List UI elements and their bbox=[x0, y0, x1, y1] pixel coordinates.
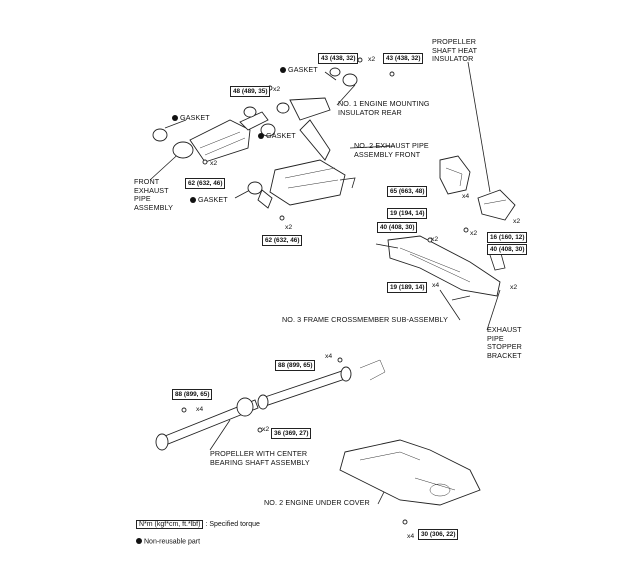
label-propeller-heat-insulator: PROPELLER SHAFT HEAT INSULATOR bbox=[432, 37, 478, 64]
no2-exhaust-pipe-shape bbox=[247, 97, 356, 209]
torque-spec: 40 (408, 30) bbox=[377, 222, 418, 233]
frame-crossmember-shape bbox=[375, 227, 506, 301]
label-engine-mounting-insulator: NO. 1 ENGINE MOUNTING INSULATOR REAR bbox=[338, 99, 430, 117]
label-gasket-left: GASKET bbox=[172, 113, 210, 123]
quantity-mark: x2 bbox=[262, 426, 270, 433]
label-gasket-lower: GASKET bbox=[190, 195, 228, 205]
label-front-exhaust-pipe: FRONT EXHAUST PIPE ASSEMBLY bbox=[134, 177, 174, 212]
torque-spec: 43 (438, 32) bbox=[318, 53, 359, 64]
legend-torque-unit: N*m (kgf*cm, ft.*lbf) bbox=[136, 520, 204, 529]
label-gasket-top-text: GASKET bbox=[288, 65, 318, 74]
legend-nonreusable: Non-reusable part bbox=[136, 538, 200, 546]
label-gasket-mid-text: GASKET bbox=[266, 131, 296, 140]
quantity-mark: x2 bbox=[285, 224, 293, 231]
torque-spec: 40 (408, 30) bbox=[487, 244, 528, 255]
nonreusable-dot-icon bbox=[258, 132, 264, 139]
torque-spec: 19 (189, 14) bbox=[387, 282, 428, 293]
nonreusable-dot-icon bbox=[190, 196, 196, 203]
heat-insulator-shape bbox=[477, 189, 516, 221]
torque-spec: 65 (663, 48) bbox=[387, 186, 428, 197]
label-propeller-center-bearing: PROPELLER WITH CENTER BEARING SHAFT ASSE… bbox=[210, 449, 310, 467]
label-frame-crossmember: NO. 3 FRAME CROSSMEMBER SUB-ASSEMBLY bbox=[282, 315, 449, 324]
torque-spec: 30 (306, 22) bbox=[418, 529, 459, 540]
engine-mounting-insulator-shape bbox=[439, 155, 471, 195]
label-exhaust-pipe-stopper: EXHAUST PIPE STOPPER BRACKET bbox=[487, 325, 522, 360]
label-gasket-mid: GASKET bbox=[258, 131, 296, 141]
torque-spec: 19 (194, 14) bbox=[387, 208, 428, 219]
nonreusable-dot-icon bbox=[172, 114, 178, 121]
legend-nonreusable-text: Non-reusable part bbox=[144, 538, 201, 546]
nonreusable-dot-icon bbox=[280, 66, 286, 73]
quantity-mark: x2 bbox=[513, 218, 521, 225]
nonreusable-dot-icon bbox=[136, 538, 142, 544]
quantity-mark: x2 bbox=[273, 86, 281, 93]
legend-torque: N*m (kgf*cm, ft.*lbf): Specified torque bbox=[136, 520, 260, 529]
label-gasket-lower-text: GASKET bbox=[198, 195, 228, 204]
label-exhaust-pipe-front: NO. 2 EXHAUST PIPE ASSEMBLY FRONT bbox=[354, 141, 429, 159]
quantity-mark: x2 bbox=[470, 230, 478, 237]
legend-torque-text: : Specified torque bbox=[205, 521, 260, 528]
quantity-mark: x2 bbox=[210, 160, 218, 167]
propeller-shaft-shape bbox=[155, 357, 386, 451]
label-gasket-left-text: GASKET bbox=[180, 113, 210, 122]
front-exhaust-pipe-shape bbox=[152, 106, 276, 163]
torque-spec: 48 (489, 35) bbox=[230, 86, 271, 97]
torque-spec: 62 (632, 46) bbox=[185, 178, 226, 189]
torque-spec: 16 (160, 12) bbox=[487, 232, 528, 243]
torque-spec: 88 (899, 65) bbox=[172, 389, 213, 400]
quantity-mark: x4 bbox=[325, 353, 333, 360]
label-engine-under-cover: NO. 2 ENGINE UNDER COVER bbox=[264, 498, 370, 507]
quantity-mark: x2 bbox=[368, 56, 376, 63]
quantity-mark: x4 bbox=[407, 533, 415, 540]
torque-spec: 43 (438, 32) bbox=[383, 53, 424, 64]
quantity-mark: x2 bbox=[510, 284, 518, 291]
quantity-mark: x4 bbox=[196, 406, 204, 413]
quantity-mark: x4 bbox=[432, 282, 440, 289]
torque-spec: 62 (632, 46) bbox=[262, 235, 303, 246]
torque-spec: 36 (369, 27) bbox=[271, 428, 312, 439]
label-gasket-top: GASKET bbox=[280, 65, 318, 75]
engine-under-cover-shape bbox=[339, 439, 481, 525]
quantity-mark: x2 bbox=[431, 236, 439, 243]
torque-spec: 88 (899, 65) bbox=[275, 360, 316, 371]
quantity-mark: x4 bbox=[462, 193, 470, 200]
